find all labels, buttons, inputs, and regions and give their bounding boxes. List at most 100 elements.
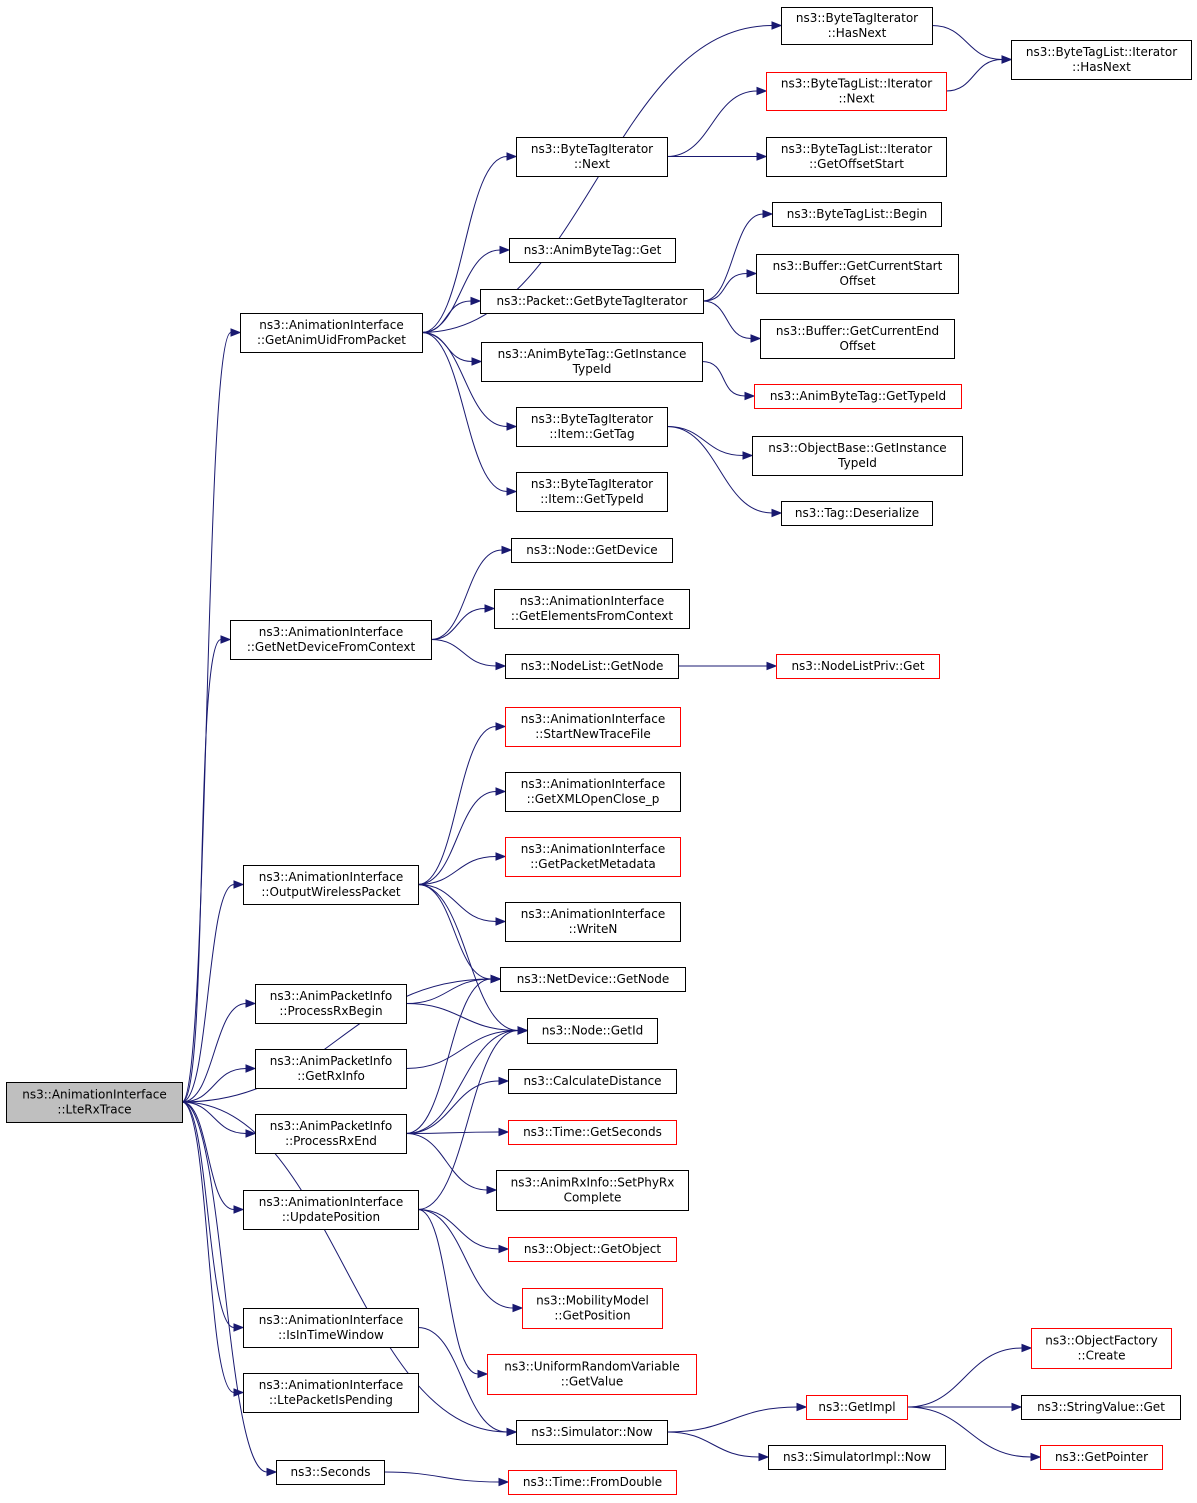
node-label: ns3::Node::GetId bbox=[542, 1024, 644, 1038]
node-label: ::StartNewTraceFile bbox=[535, 727, 651, 741]
node-label: ns3::AnimationInterface bbox=[520, 594, 664, 608]
node-ns3-animbytetag-gettypeid[interactable]: ns3::AnimByteTag::GetTypeId bbox=[754, 384, 962, 409]
node-ns3-bytetaglist-begin[interactable]: ns3::ByteTagList::Begin bbox=[772, 202, 942, 227]
node-ns3-bytetagiterator-next[interactable]: ns3::ByteTagIterator::Next bbox=[516, 137, 668, 177]
node-label: ns3::AnimPacketInfo bbox=[270, 989, 392, 1003]
node-ns3-bytetagiterator-item-gettag[interactable]: ns3::ByteTagIterator::Item::GetTag bbox=[516, 407, 668, 447]
call-edge bbox=[417, 1209, 510, 1254]
node-label: ns3::AnimationInterface bbox=[521, 777, 665, 791]
node-label: ::LtePacketIsPending bbox=[269, 1393, 393, 1407]
node-ns3-animationinterface-getanimuidfrompacket[interactable]: ns3::AnimationInterface::GetAnimUidFromP… bbox=[240, 313, 423, 353]
node-ns3-animpacketinfo-processrxbegin[interactable]: ns3::AnimPacketInfo::ProcessRxBegin bbox=[255, 984, 407, 1024]
node-box bbox=[1021, 1395, 1181, 1420]
node-ns3-animationinterface-getxmlopenclose-p[interactable]: ns3::AnimationInterface::GetXMLOpenClose… bbox=[505, 772, 681, 812]
node-label: ns3::Time::GetSeconds bbox=[523, 1125, 662, 1139]
node-label: ns3::AnimByteTag::GetTypeId bbox=[770, 389, 946, 403]
node-ns3-bytetaglist-iterator-hasnext[interactable]: ns3::ByteTagList::Iterator::HasNext bbox=[1011, 40, 1192, 80]
call-edge bbox=[383, 1471, 510, 1487]
node-ns3-objectfactory-create[interactable]: ns3::ObjectFactory::Create bbox=[1031, 1328, 1172, 1369]
node-ns3-mobilitymodel-getposition[interactable]: ns3::MobilityModel::GetPosition bbox=[522, 1288, 663, 1329]
node-ns3-animpacketinfo-processrxend[interactable]: ns3::AnimPacketInfo::ProcessRxEnd bbox=[255, 1114, 407, 1154]
node-ns3-animationinterface-lterxtrace[interactable]: ns3::AnimationInterface::LteRxTrace bbox=[6, 1082, 183, 1123]
node-label: ns3::ByteTagIterator bbox=[531, 477, 653, 491]
node-label: ns3::AnimationInterface bbox=[521, 907, 665, 921]
node-ns3-getpointer[interactable]: ns3::GetPointer bbox=[1040, 1445, 1163, 1470]
node-label: ns3::AnimRxInfo::SetPhyRx bbox=[511, 1176, 675, 1190]
node-ns3-animbytetag-get[interactable]: ns3::AnimByteTag::Get bbox=[509, 238, 676, 263]
node-ns3-animationinterface-writen[interactable]: ns3::AnimationInterface::WriteN bbox=[505, 902, 681, 942]
node-box bbox=[505, 707, 681, 747]
call-edge bbox=[430, 639, 507, 671]
node-box bbox=[481, 342, 703, 382]
node-label: ns3::ByteTagIterator bbox=[531, 142, 653, 156]
node-ns3-nodelist-getnode[interactable]: ns3::NodeList::GetNode bbox=[505, 654, 679, 679]
node-ns3-bytetagiterator-hasnext[interactable]: ns3::ByteTagIterator::HasNext bbox=[781, 7, 933, 45]
node-ns3-simulator-now[interactable]: ns3::Simulator::Now bbox=[516, 1420, 668, 1445]
node-ns3-nodelistpriv-get[interactable]: ns3::NodeListPriv::Get bbox=[776, 654, 940, 679]
node-ns3-node-getid[interactable]: ns3::Node::GetId bbox=[527, 1018, 658, 1044]
call-edge bbox=[181, 1101, 278, 1477]
node-box bbox=[508, 1237, 677, 1262]
node-ns3-tag-deserialize[interactable]: ns3::Tag::Deserialize bbox=[781, 501, 933, 526]
node-box bbox=[508, 1470, 677, 1495]
node-ns3-bytetaglist-iterator-getoffsetstart[interactable]: ns3::ByteTagList::Iterator::GetOffsetSta… bbox=[766, 137, 947, 177]
call-edge bbox=[405, 1127, 510, 1137]
node-ns3-animationinterface-getpacketmetadata[interactable]: ns3::AnimationInterface::GetPacketMetada… bbox=[505, 837, 681, 877]
node-label: ns3::NodeListPriv::Get bbox=[791, 659, 924, 673]
node-label: ns3::NodeList::GetNode bbox=[521, 659, 664, 673]
node-box bbox=[806, 1395, 908, 1420]
call-edge bbox=[181, 1101, 245, 1397]
node-ns3-animationinterface-isintimewindow[interactable]: ns3::AnimationInterface::IsInTimeWindow bbox=[243, 1308, 419, 1348]
node-box bbox=[255, 1049, 407, 1089]
node-ns3-packet-getbytetagiterator[interactable]: ns3::Packet::GetByteTagIterator bbox=[480, 289, 704, 314]
node-ns3-uniformrandomvariable-getvalue[interactable]: ns3::UniformRandomVariable::GetValue bbox=[487, 1354, 697, 1395]
node-label: ns3::AnimationInterface bbox=[259, 1313, 403, 1327]
node-ns3-time-fromdouble[interactable]: ns3::Time::FromDouble bbox=[508, 1470, 677, 1495]
node-label: ns3::GetPointer bbox=[1055, 1450, 1148, 1464]
node-ns3-stringvalue-get[interactable]: ns3::StringValue::Get bbox=[1021, 1395, 1181, 1420]
node-ns3-seconds[interactable]: ns3::Seconds bbox=[276, 1460, 385, 1485]
node-ns3-animationinterface-startnewtracefile[interactable]: ns3::AnimationInterface::StartNewTraceFi… bbox=[505, 707, 681, 747]
node-ns3-animationinterface-updateposition[interactable]: ns3::AnimationInterface::UpdatePosition bbox=[243, 1190, 419, 1230]
node-box bbox=[772, 202, 942, 227]
node-ns3-bytetaglist-iterator-next[interactable]: ns3::ByteTagList::Iterator::Next bbox=[766, 72, 947, 111]
node-label: ns3::Tag::Deserialize bbox=[795, 506, 919, 520]
node-ns3-getimpl[interactable]: ns3::GetImpl bbox=[806, 1395, 908, 1420]
node-label: ::GetNetDeviceFromContext bbox=[247, 640, 416, 654]
call-nodes: ns3::AnimationInterface::LteRxTracens3::… bbox=[6, 7, 1192, 1495]
node-ns3-node-getdevice[interactable]: ns3::Node::GetDevice bbox=[511, 538, 673, 563]
node-label: TypeId bbox=[572, 362, 612, 376]
node-ns3-calculatedistance[interactable]: ns3::CalculateDistance bbox=[508, 1069, 677, 1094]
node-label: ::LteRxTrace bbox=[57, 1103, 131, 1117]
node-ns3-bytetagiterator-item-gettypeid[interactable]: ns3::ByteTagIterator::Item::GetTypeId bbox=[516, 472, 668, 512]
node-ns3-object-getobject[interactable]: ns3::Object::GetObject bbox=[508, 1237, 677, 1262]
node-label: ::GetPacketMetadata bbox=[530, 857, 656, 871]
node-label: ::OutputWirelessPacket bbox=[261, 885, 401, 899]
node-box bbox=[754, 384, 962, 409]
node-label: ::GetAnimUidFromPacket bbox=[257, 333, 406, 347]
call-edge bbox=[181, 1101, 245, 1332]
node-label: ns3::AnimByteTag::Get bbox=[524, 243, 662, 257]
call-edge bbox=[181, 880, 245, 1103]
node-ns3-animpacketinfo-getrxinfo[interactable]: ns3::AnimPacketInfo::GetRxInfo bbox=[255, 1049, 407, 1089]
node-box bbox=[516, 407, 668, 447]
call-edge bbox=[421, 21, 783, 333]
node-ns3-animationinterface-ltepacketispending[interactable]: ns3::AnimationInterface::LtePacketIsPend… bbox=[243, 1373, 419, 1413]
node-label: ::GetValue bbox=[561, 1375, 623, 1389]
node-box bbox=[243, 865, 419, 905]
node-ns3-animationinterface-outputwirelesspacket[interactable]: ns3::AnimationInterface::OutputWirelessP… bbox=[243, 865, 419, 905]
node-label: ::Create bbox=[1078, 1349, 1126, 1363]
node-ns3-animationinterface-getnetdevicefromcontext[interactable]: ns3::AnimationInterface::GetNetDeviceFro… bbox=[230, 620, 432, 660]
node-ns3-simulatorimpl-now[interactable]: ns3::SimulatorImpl::Now bbox=[768, 1445, 946, 1470]
node-ns3-netdevice-getnode[interactable]: ns3::NetDevice::GetNode bbox=[500, 967, 686, 992]
call-edge bbox=[405, 1076, 510, 1134]
node-label: ns3::Seconds bbox=[291, 1465, 371, 1479]
node-ns3-animationinterface-getelementsfromcontext[interactable]: ns3::AnimationInterface::GetElementsFrom… bbox=[494, 589, 690, 629]
node-ns3-time-getseconds[interactable]: ns3::Time::GetSeconds bbox=[508, 1120, 677, 1145]
node-box bbox=[766, 137, 947, 177]
